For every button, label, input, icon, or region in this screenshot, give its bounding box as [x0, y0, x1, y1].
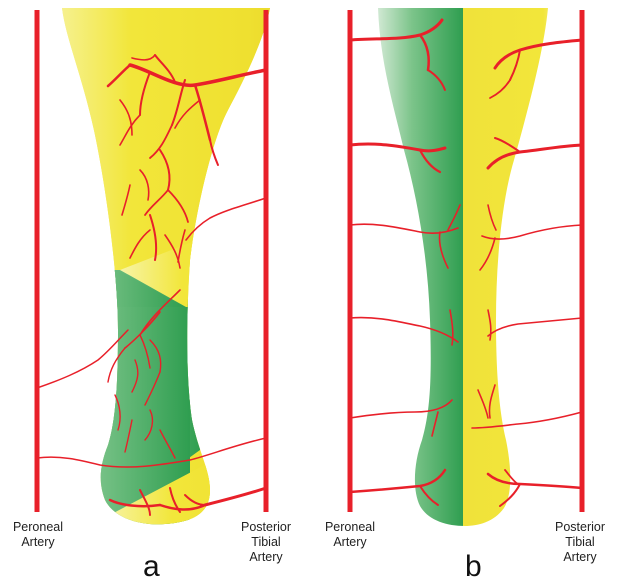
- posterior-tibial-artery-label-a: Posterior Tibial Artery: [228, 520, 304, 565]
- panel-letter-a: a: [143, 552, 160, 582]
- peroneal-artery-label-a: Peroneal Artery: [4, 520, 72, 550]
- bone-b-green-half: [370, 0, 463, 540]
- peroneal-artery-label-b: Peroneal Artery: [316, 520, 384, 550]
- panel-letter-b: b: [465, 552, 482, 582]
- panel-b: [350, 0, 582, 540]
- bone-b-yellow-half: [463, 0, 563, 540]
- panel-a: [0, 0, 300, 560]
- posterior-tibial-artery-label-b: Posterior Tibial Artery: [542, 520, 618, 565]
